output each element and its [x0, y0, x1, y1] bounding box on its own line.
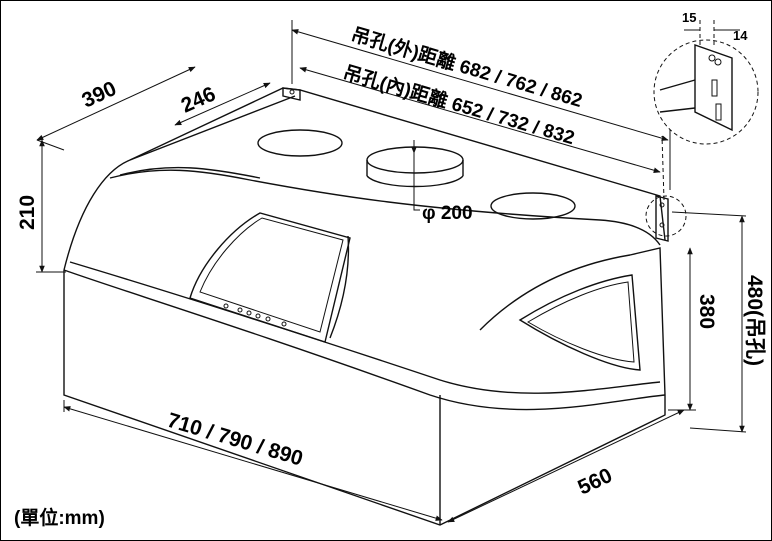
bracket-dim-a: 15	[682, 10, 696, 25]
control-buttons	[223, 303, 287, 327]
dimension-lines	[36, 20, 747, 523]
hang-height-label: 480(吊孔)	[743, 275, 766, 366]
bracket-dim-b: 14	[733, 28, 748, 43]
depth-total-label: 390	[78, 77, 119, 113]
unit-label: (單位:mm)	[14, 508, 105, 529]
duct-diameter-label: φ 200	[422, 203, 473, 224]
duct-collar	[366, 146, 464, 188]
bottom-depth-label: 560	[574, 464, 615, 500]
front-height-label: 210	[16, 195, 39, 230]
side-height-label: 380	[695, 294, 718, 329]
hood-body	[63, 87, 666, 526]
depth-hole-label: 246	[178, 82, 219, 117]
hanging-bracket-right	[645, 195, 687, 242]
width-label: 710 / 790 / 890	[165, 409, 306, 471]
hanging-bracket-left	[282, 87, 301, 101]
